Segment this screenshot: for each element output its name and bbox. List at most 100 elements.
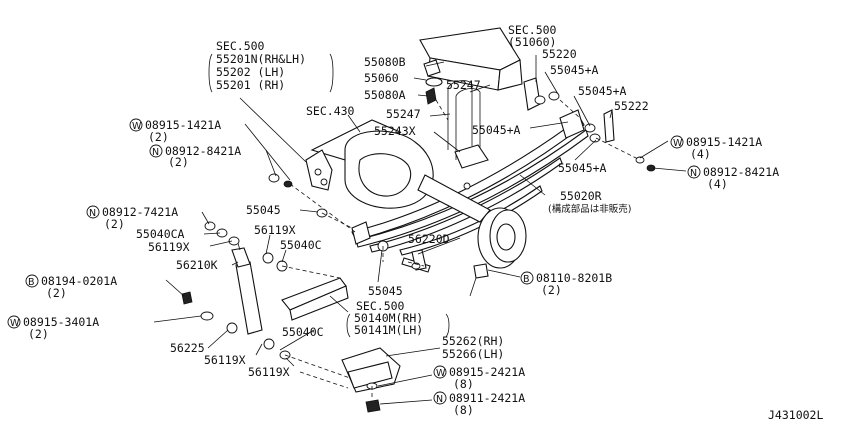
part-56119x-3: 56119X [204,353,246,367]
bracket-sec500-left-right [329,53,334,93]
spring-seat [341,347,401,393]
part-55020r: 55020R [560,189,602,203]
bracket-sec500-bottom [346,313,351,338]
sec430-label: SEC.430 [306,104,355,118]
bracket-sec500-left [208,53,213,93]
note-55020r: (構成部品は非販売) [548,203,631,215]
part-55247-lower: 55247 [386,107,421,121]
leaf-spring [351,117,589,256]
sec500-bottom-label: SEC.500 [356,299,405,313]
part-55080a: 55080A [364,88,406,102]
u-bolts [447,80,481,160]
qty-08915-1421a-right: (4) [690,147,711,161]
n-marker-label: N [152,147,159,158]
part-55080b: 55080B [364,55,406,69]
part-56225: 56225 [170,341,205,355]
w-marker-label: W [673,138,683,149]
qty-08915-1421a-left: (2) [148,130,169,144]
part-08915-2421a: 08915-2421A [449,365,525,379]
part-56119x-4: 56119X [248,365,290,379]
part-55045-mid: 55045 [246,203,281,217]
part-55262-rh: 55262(RH) [442,334,504,348]
qty-08194-0201a: (2) [46,286,67,300]
sec500-left-55202: 55202 (LH) [216,65,285,79]
sec500-top-code: (51060) [508,35,556,49]
part-55220: 55220 [542,47,577,61]
w-marker-icon [7,315,21,329]
part-55243x: 55243X [374,124,416,138]
part-55060: 55060 [364,71,399,85]
shock-lower-bracket [281,277,349,321]
n-marker-label: N [690,168,697,179]
bolt-08110-8201b [469,263,489,297]
n-marker-icon [433,391,447,405]
part-56119x-2: 56119X [254,223,296,237]
qty-08911-2421a: (8) [453,403,474,417]
part-55045-low: 55045 [368,284,403,298]
w-marker-icon [433,365,447,379]
w-marker-label: W [132,121,142,132]
part-08915-1421a-left: 08915-1421A [145,118,221,132]
part-08915-3401a: 08915-3401A [23,315,99,329]
qty-08915-2421a: (8) [453,377,474,391]
w-marker-icon [129,118,143,132]
part-08194-0201a: 08194-0201A [41,274,117,288]
axle-housing [310,119,527,269]
n-marker-label: N [89,208,96,219]
part-56210k: 56210K [176,258,218,272]
sec500-bottom-50140m: 50140M(RH) [354,311,423,325]
center-bolt-icon [463,182,471,190]
part-55266-lh: 55266(LH) [442,347,504,361]
bump-stopper [423,59,443,105]
leader-lines [153,55,687,405]
bracket-sec500-bottom-right [445,313,450,338]
sec500-bottom-50141m: 50141M(LH) [354,323,423,337]
part-55040c-2: 55040C [282,325,324,339]
part-55045a-right: 55045+A [578,84,627,98]
part-55045a-center: 55045+A [472,123,521,137]
w-marker-icon [670,135,684,149]
qty-08912-7421a: (2) [104,217,125,231]
assembly-lines [281,99,641,400]
part-08912-8421a-left: 08912-8421A [165,144,241,158]
b-marker-icon [520,271,534,285]
n-marker-icon [687,165,701,179]
frame-member-top [419,27,523,91]
part-55247-upper: 55247 [446,78,481,92]
w-marker-label: W [10,318,20,329]
b-marker-label: B [28,277,35,288]
part-08912-7421a: 08912-7421A [102,205,178,219]
b-marker-label: B [523,274,530,285]
hardware [181,91,656,413]
part-55040c-1: 55040C [280,238,322,252]
part-56220d: 56220D [408,232,450,246]
part-56119x-1: 56119X [148,240,190,254]
shock-absorber [231,239,263,335]
qty-08915-3401a: (2) [28,327,49,341]
part-55045a-upper: 55045+A [550,63,599,77]
sec500-left-55201: 55201 (RH) [216,78,285,92]
spring-hanger-front [305,149,333,191]
diagram-id: J431002L [768,408,823,422]
n-marker-icon [86,205,100,219]
part-55045a-lower: 55045+A [558,161,607,175]
sec500-left-55201n: 55201N(RH&LH) [216,52,306,66]
part-55222: 55222 [614,99,649,113]
part-08911-2421a: 08911-2421A [449,391,525,405]
shackle-bracket [523,77,615,143]
part-55040ca: 55040CA [136,227,185,241]
part-08110-8201b: 08110-8201B [536,271,612,285]
front-bushing [316,208,389,252]
qty-08110-8201b: (2) [541,283,562,297]
b-marker-icon [25,274,39,288]
n-marker-label: N [436,394,443,405]
n-marker-icon [149,144,163,158]
part-08915-1421a-right: 08915-1421A [686,135,762,149]
w-marker-label: W [436,368,446,379]
u-bolt-plate [454,144,489,169]
qty-08912-8421a-right: (4) [707,177,728,191]
part-08912-8421a-right: 08912-8421A [703,165,779,179]
sec500-top-label: SEC.500 [508,23,557,37]
